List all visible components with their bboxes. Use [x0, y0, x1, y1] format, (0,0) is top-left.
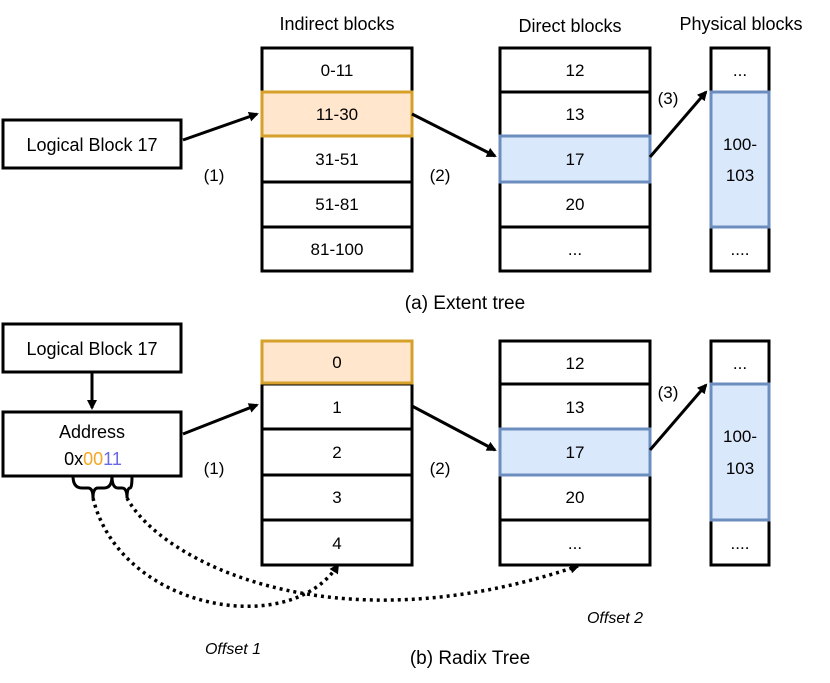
extent-step-1: (1)	[204, 166, 225, 185]
extent-direct-cell-2	[500, 136, 650, 182]
extent-physical-block	[711, 92, 769, 227]
extent-direct-text-0: 12	[566, 61, 585, 80]
radix-step-3: (3)	[658, 383, 679, 402]
extent-physical-mid-text-2: 103	[726, 166, 754, 185]
extent-indirect-cell-1	[262, 92, 412, 136]
radix-direct-text-4: ...	[568, 534, 582, 553]
radix-logical-block-label: Logical Block 17	[26, 339, 157, 359]
extent-direct-text-3: 20	[566, 195, 585, 214]
radix-offset1-brace	[71, 475, 114, 499]
radix-direct-text-0: 12	[566, 354, 585, 373]
extent-indirect-text-2: 31-51	[315, 150, 358, 169]
extent-caption: (a) Extent tree	[405, 293, 525, 314]
extent-indirect-text-1: 11-30	[316, 105, 358, 124]
header-direct-blocks: Direct blocks	[518, 16, 621, 36]
radix-indirect-text-3: 3	[332, 488, 341, 507]
radix-offset1-curve	[91, 497, 340, 608]
radix-indirect-text-1: 1	[332, 398, 341, 417]
radix-direct-text-2: 17	[566, 443, 585, 462]
extent-step-2: (2)	[430, 166, 451, 185]
radix-indirect-text-2: 2	[332, 443, 341, 462]
radix-indirect-text-0: 0	[332, 353, 341, 372]
radix-logical-block-box	[1, 322, 183, 374]
extent-direct-text-4: ...	[568, 240, 582, 259]
radix-direct-text-1: 13	[566, 398, 585, 417]
radix-physical-block	[711, 384, 769, 520]
radix-address-label: Address	[59, 422, 125, 442]
radix-physical-bottom-text: ....	[731, 534, 750, 553]
radix-direct-cell-3	[498, 473, 652, 522]
radix-address-offset1: 00	[83, 449, 103, 469]
extent-physical-block-border	[709, 90, 771, 229]
extent-arrow-1	[182, 111, 259, 142]
extent-direct-text-1: 13	[566, 105, 585, 124]
radix-physical-block-border	[709, 382, 771, 522]
radix-indirect-text-4: 4	[332, 534, 341, 553]
radix-offset2-label: Offset 2	[587, 610, 643, 627]
radix-address-box	[1, 410, 183, 478]
radix-step-2: (2)	[430, 459, 451, 478]
extent-tree: Logical Block 17 0-11 11-30 31-51 51-81 …	[1, 46, 771, 314]
extent-logical-block-box	[1, 118, 183, 170]
extent-arrow-2	[411, 112, 497, 158]
radix-physical-mid-text-1: 100-	[723, 427, 757, 446]
radix-caption: (b) Radix Tree	[410, 648, 530, 669]
radix-indirect-cell-2	[260, 427, 414, 477]
extent-direct-highlight-border	[498, 134, 652, 184]
radix-arrow-2	[411, 404, 497, 452]
radix-arrow-1	[182, 403, 259, 436]
radix-direct-cell-1	[498, 382, 652, 431]
extent-direct-cell-3	[498, 180, 652, 229]
radix-address-offset2: 11	[103, 449, 122, 469]
extent-indirect-cell-4	[260, 225, 414, 273]
extent-indirect-text-4: 81-100	[311, 240, 364, 259]
radix-offset1-label: Offset 1	[205, 641, 261, 658]
extent-step-3: (3)	[658, 89, 679, 108]
radix-arrow-3	[648, 383, 708, 451]
extent-indirect-text-3: 51-81	[315, 195, 358, 214]
extent-physical-top-text: ...	[733, 61, 747, 80]
extent-indirect-text-0: 0-11	[321, 61, 354, 80]
radix-offset2-brace	[110, 475, 134, 499]
radix-indirect-cell-3	[260, 473, 414, 522]
radix-direct-text-3: 20	[566, 488, 585, 507]
radix-indirect-cell-0	[262, 341, 412, 383]
header-indirect-blocks: Indirect blocks	[279, 14, 394, 34]
extent-logical-block-label: Logical Block 17	[26, 135, 157, 155]
radix-physical-top-text: ...	[733, 354, 747, 373]
radix-direct-cell-2	[500, 429, 650, 475]
extent-physical-mid-text-1: 100-	[723, 135, 757, 154]
extent-indirect-cell-2	[260, 134, 414, 184]
radix-physical-mid-text-2: 103	[726, 459, 754, 478]
extent-direct-cell-4	[498, 225, 652, 273]
radix-indirect-highlight-border	[260, 339, 414, 385]
extent-direct-cell-1	[498, 90, 652, 138]
extent-arrow-3	[648, 90, 708, 158]
header-physical-blocks: Physical blocks	[679, 14, 802, 34]
extent-direct-text-2: 17	[566, 150, 585, 169]
radix-tree: Logical Block 17 Address 0x0011 0 1 2 3 …	[1, 322, 771, 669]
radix-address-value: 0x0011	[64, 449, 122, 469]
extent-physical-bottom-text: ....	[731, 240, 750, 259]
radix-address-prefix: 0x	[64, 449, 83, 469]
radix-direct-cell-4	[498, 518, 652, 567]
radix-direct-highlight-border	[498, 427, 652, 477]
radix-step-1: (1)	[204, 459, 225, 478]
